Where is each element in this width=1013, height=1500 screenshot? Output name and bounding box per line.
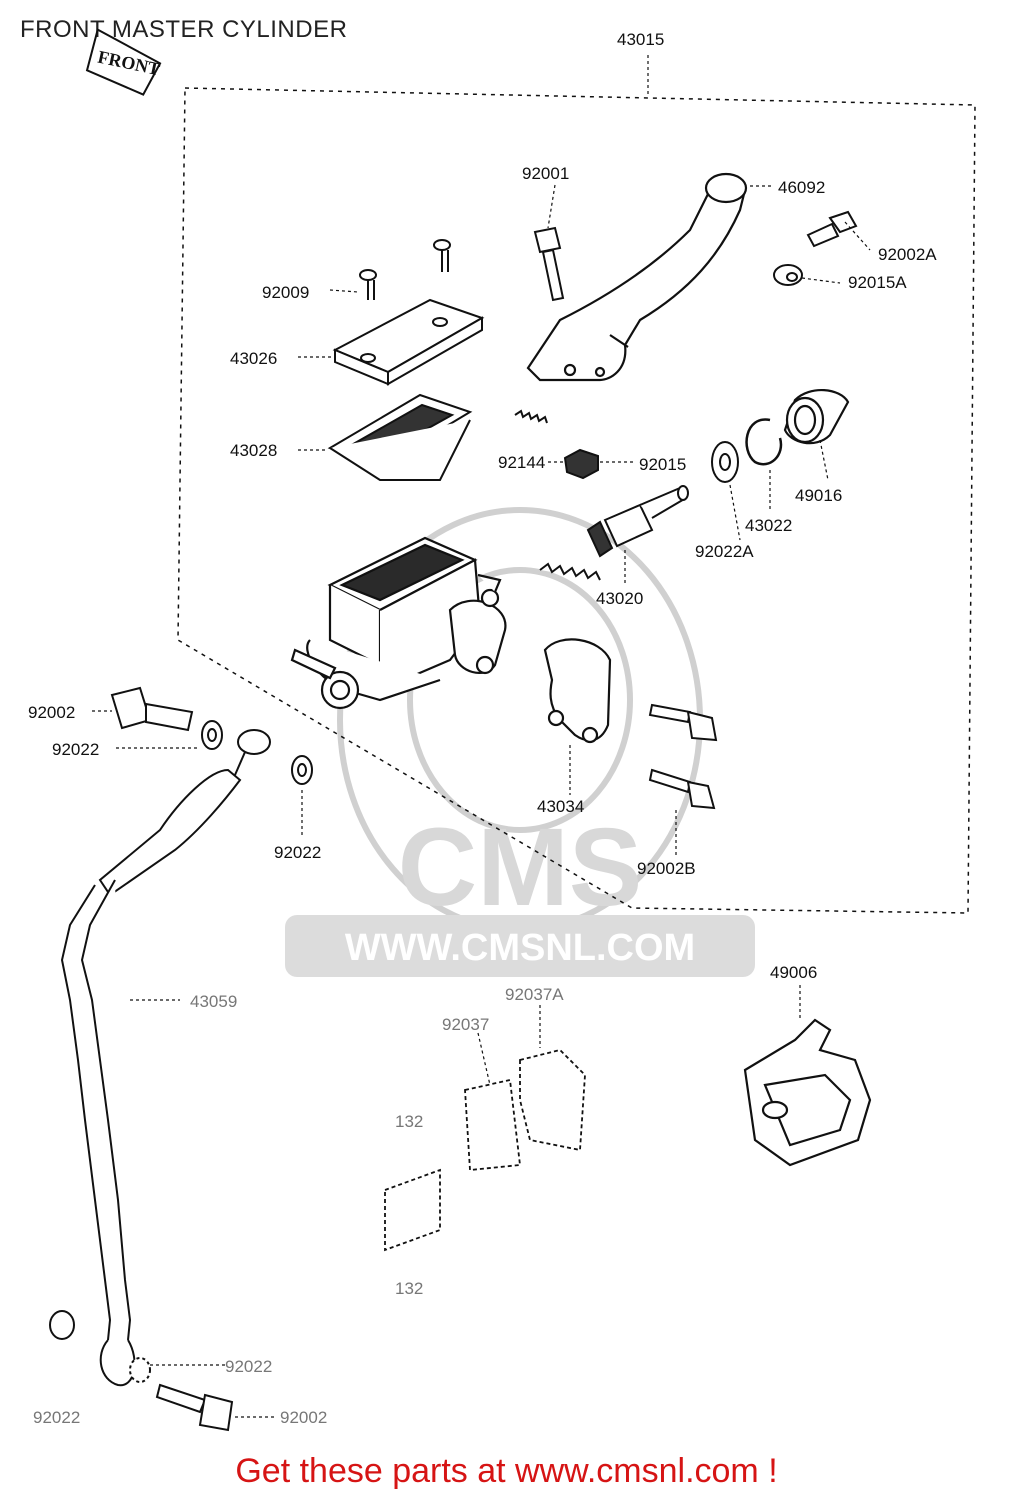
assembly-outline [177, 87, 976, 914]
nut-92015A [773, 264, 803, 286]
callout-43026: 43026 [230, 349, 278, 368]
caliper-cover-49006 [743, 1018, 872, 1167]
washer-92022A [711, 441, 739, 483]
pad-shims-92037 [384, 1049, 586, 1252]
callout-46092: 46092 [778, 178, 826, 197]
master-cylinder-body [290, 536, 507, 710]
bolt-92002A [806, 210, 858, 248]
spring-92144 [514, 409, 548, 424]
piston-assembly-43020 [539, 485, 689, 581]
diaphragm-43028 [327, 393, 473, 481]
copper-washers-92022 [201, 720, 313, 785]
callout-43015: 43015 [617, 30, 665, 49]
leader-lines [92, 184, 871, 1418]
callout-92002A: 92002A [878, 245, 937, 264]
callout-43028: 43028 [230, 441, 278, 460]
callout-43022: 43022 [745, 516, 793, 535]
callout-92022-bottom-right: 92022 [225, 1357, 273, 1376]
circlip-43022 [745, 418, 783, 466]
watermark-url-banner [285, 915, 755, 977]
callout-132-top: 132 [395, 1112, 424, 1131]
callout-92037A: 92037A [505, 985, 564, 1004]
bolts-92002B [648, 703, 718, 810]
callout-92002-bottom: 92002 [280, 1408, 328, 1427]
callout-92001: 92001 [522, 164, 570, 183]
footer-link-text[interactable]: Get these parts at www.cmsnl.com ! [235, 1452, 778, 1490]
callout-92037: 92037 [442, 1015, 490, 1034]
watermark-url: WWW.CMSNL.COM [345, 927, 695, 969]
callout-92022-mid: 92022 [274, 843, 322, 862]
callout-49006: 49006 [770, 963, 818, 982]
callout-92002B: 92002B [637, 859, 696, 878]
pivot-bolt-92001 [533, 226, 565, 302]
reservoir-cap-43026 [332, 298, 485, 386]
brake-lever-46092 [526, 172, 748, 382]
dust-boot-49016 [783, 388, 850, 445]
callout-132-bottom: 132 [395, 1279, 424, 1298]
callout-92015: 92015 [639, 455, 687, 474]
callout-43059: 43059 [190, 992, 238, 1011]
clamp-43034 [543, 638, 612, 744]
callout-43034: 43034 [537, 797, 585, 816]
lower-banjo-bolt-92002 [49, 1310, 234, 1432]
svg-text:FRONT: FRONT [96, 47, 162, 80]
page-title: FRONT MASTER CYLINDER [20, 16, 348, 43]
front-direction-stamp: FRONT [85, 28, 162, 96]
callout-92002-left: 92002 [28, 703, 76, 722]
callout-49016: 49016 [795, 486, 843, 505]
banjo-bolt-92002 [110, 686, 194, 732]
nut-92015 [563, 448, 599, 480]
callout-92022-left: 92022 [52, 740, 100, 759]
callout-92015A: 92015A [848, 273, 907, 292]
watermark-brand: CMS [398, 806, 642, 929]
brake-hose-43059 [60, 729, 271, 1387]
callout-43020: 43020 [596, 589, 644, 608]
callout-92022-bottom-left: 92022 [33, 1408, 81, 1427]
screws-92009 [359, 239, 451, 300]
callout-92022A: 92022A [695, 542, 754, 561]
callout-92144: 92144 [498, 453, 546, 472]
callout-92009: 92009 [262, 283, 310, 302]
